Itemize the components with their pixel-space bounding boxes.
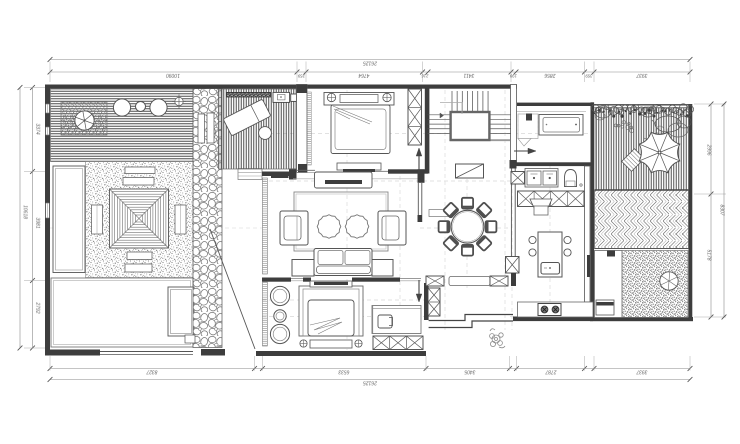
svg-text:26125: 26125: [363, 379, 378, 385]
svg-text:359: 359: [585, 73, 593, 78]
svg-text:3405: 3405: [464, 368, 475, 374]
svg-text:359: 359: [297, 73, 305, 78]
svg-text:5178: 5178: [705, 249, 711, 260]
svg-text:2787: 2787: [545, 368, 557, 374]
svg-text:3937: 3937: [636, 368, 647, 374]
svg-text:2792: 2792: [34, 301, 40, 313]
svg-text:2856: 2856: [544, 72, 556, 78]
svg-text:3411: 3411: [463, 72, 474, 78]
svg-text:8307: 8307: [718, 204, 724, 215]
svg-text:4764: 4764: [358, 72, 369, 78]
svg-text:216: 216: [421, 73, 430, 78]
svg-text:3937: 3937: [636, 72, 647, 78]
svg-text:10618: 10618: [22, 205, 28, 219]
svg-text:26125: 26125: [363, 60, 378, 66]
svg-text:8327: 8327: [146, 368, 157, 374]
svg-text:3981: 3981: [34, 217, 40, 228]
svg-text:3374: 3374: [34, 123, 40, 134]
svg-text:199: 199: [509, 73, 517, 78]
svg-text:2996: 2996: [705, 143, 711, 155]
svg-text:6533: 6533: [338, 368, 349, 374]
svg-text:10090: 10090: [166, 72, 180, 78]
